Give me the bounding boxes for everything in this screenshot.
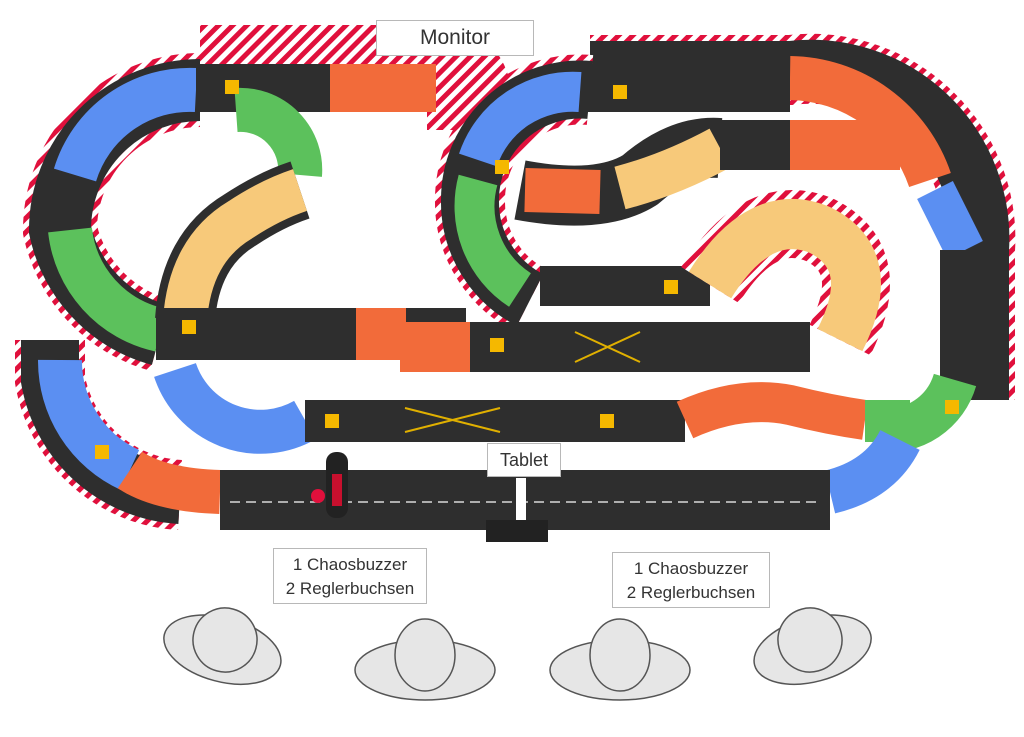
curve-orange: [524, 168, 601, 214]
driver-person-icon: [753, 607, 872, 686]
crossing-marking: [404, 407, 501, 433]
curve-orange: [117, 451, 221, 514]
lane-change-icon: [495, 160, 509, 174]
curve-yellow: [688, 199, 881, 352]
curve-orange: [790, 120, 900, 170]
straight-inner: [540, 266, 710, 306]
straight-crossing: [470, 322, 810, 372]
curve-green: [454, 174, 532, 307]
chaosbuzzer-text: 1 Chaosbuzzer: [633, 559, 749, 578]
curve-yellow: [163, 169, 308, 323]
straight-short: [720, 120, 790, 170]
straight-right-vertical: [940, 250, 978, 380]
curve-blue: [154, 362, 316, 454]
lane-change-icon: [182, 320, 196, 334]
tablet-text: Tablet: [499, 450, 549, 470]
curve-orange: [356, 308, 406, 360]
right-loop: [400, 33, 1016, 453]
start-finish-gate: [486, 520, 548, 542]
lane-change-markers: [95, 80, 959, 459]
buzzer-label-right: 1 Chaosbuzzer 2 Reglerbuchsen: [612, 552, 770, 608]
curve-blue: [459, 71, 582, 168]
curve-blue: [53, 67, 198, 183]
curve-orange: [330, 64, 436, 112]
monitor-label: Monitor: [376, 20, 534, 56]
lane-change-icon: [664, 280, 678, 294]
monitor-text: Monitor: [419, 26, 491, 49]
lower-sections: [15, 340, 920, 542]
driver-person-icon: [163, 607, 282, 686]
lane-change-icon: [95, 445, 109, 459]
left-loop: [22, 25, 513, 371]
straight-lower: [305, 400, 685, 442]
curve-green: [48, 226, 166, 352]
curve-yellow: [614, 128, 731, 210]
curve-blue: [37, 359, 140, 490]
finish-line: [516, 478, 526, 520]
lane-change-icon: [600, 414, 614, 428]
lane-change-icon: [225, 80, 239, 94]
curve-blue: [917, 181, 983, 259]
lane-change-icon: [490, 338, 504, 352]
lane-change-icon: [613, 85, 627, 99]
curve-orange: [400, 322, 470, 372]
tablet-label: Tablet: [487, 443, 561, 477]
curve-green-inner: [234, 87, 323, 177]
chaosbuzzer-text: 1 Chaosbuzzer: [292, 555, 408, 574]
drivers: [163, 607, 872, 701]
buzzer-label-left: 1 Chaosbuzzer 2 Reglerbuchsen: [273, 548, 427, 604]
driver-person-icon: [354, 618, 496, 701]
curve-orange: [789, 56, 951, 188]
driver-person-icon: [549, 618, 691, 701]
lane-change-icon: [945, 400, 959, 414]
curve-blue: [824, 429, 920, 514]
curve-orange-wave: [676, 382, 868, 440]
carrera-badge: [311, 489, 325, 503]
crossing-marking: [574, 331, 641, 363]
carrera-logo: [332, 474, 342, 506]
reglerbuchsen-text: 2 Reglerbuchsen: [285, 579, 415, 598]
reglerbuchsen-text: 2 Reglerbuchsen: [626, 583, 756, 602]
lane-change-icon: [325, 414, 339, 428]
